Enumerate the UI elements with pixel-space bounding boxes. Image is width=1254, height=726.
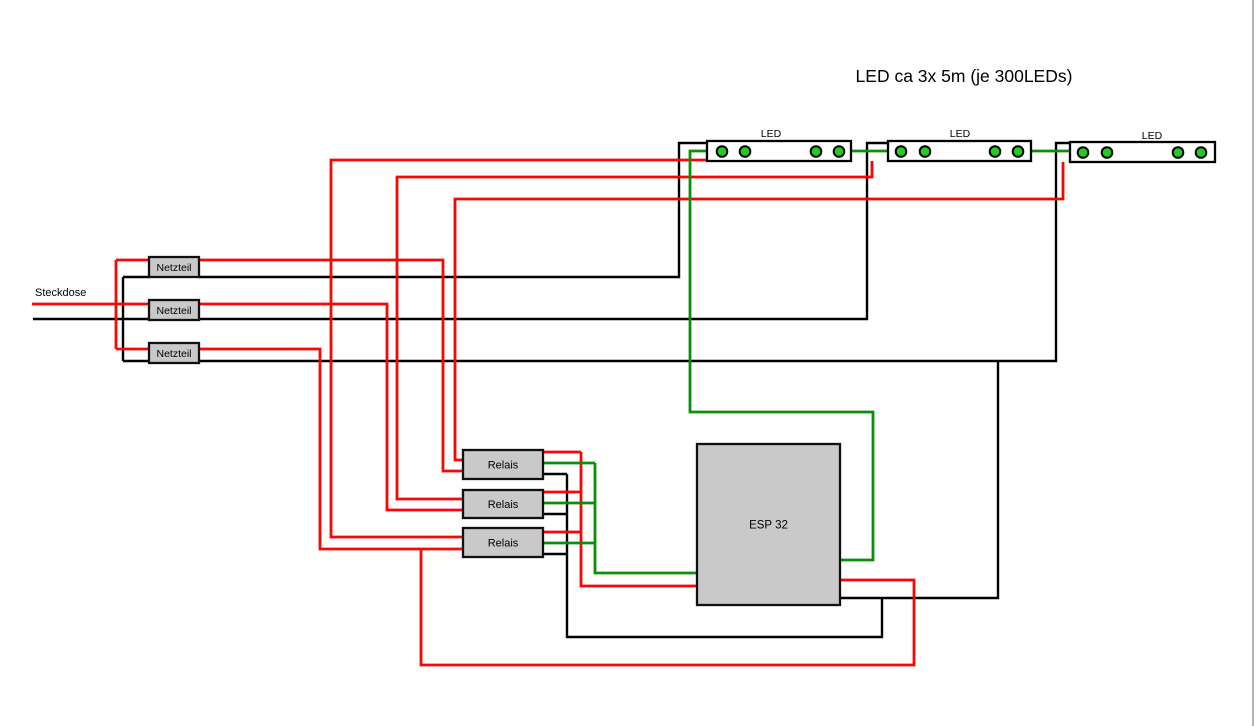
led-strip-1-body (705, 139, 853, 163)
led-strip-2-led-dot-1 (894, 145, 908, 158)
wire-netzteil1-gnd-to-led1 (199, 141, 707, 279)
led-strip-2-label: LED (950, 128, 971, 140)
window-right-border (1252, 0, 1254, 726)
relais-2-box (461, 488, 545, 520)
netzteil-2-label: Netzteil (156, 305, 191, 317)
esp32-box (695, 442, 842, 607)
netzteil-3-box (147, 341, 201, 365)
relais-3-label: Relais (488, 538, 519, 550)
esp32-label: ESP 32 (749, 520, 788, 532)
led-strip-1-label: LED (761, 128, 782, 140)
wire-netzteil1-v-to-relais1 (199, 258, 463, 473)
netzteil-3-label: Netzteil (156, 348, 191, 360)
wire-netzteil3-v-to-relais3 (199, 347, 463, 551)
wire-relay-gnd-return (565, 474, 884, 639)
led-strip-1-led-dot-4 (832, 145, 846, 158)
led-strip-3-led-dot-4 (1194, 146, 1208, 159)
wire-relay-vcc-bus-to-esp (579, 452, 697, 588)
wire-esp-5v-supply-loop (419, 549, 916, 667)
wire-esp-data-to-led1 (688, 149, 875, 562)
relais-3-box (461, 526, 545, 559)
wire-netzteil2-gnd-to-led2 (199, 141, 888, 321)
wire-netzteil3-gnd-to-led3 (199, 141, 1070, 363)
wire-netzteil2-v-to-relais2 (199, 302, 463, 512)
led-strip-1-led-dot-3 (809, 145, 823, 158)
wire-relais1-switched-to-led3 (453, 162, 1065, 462)
steckdose-label: Steckdose (35, 287, 86, 299)
wire-relay-signal-bus-to-esp (593, 463, 697, 575)
wire-relais3-switched-to-led1 (329, 158, 707, 539)
netzteil-1-box (147, 255, 201, 279)
netzteil-2-box (147, 298, 201, 322)
netzteil-1-label: Netzteil (156, 262, 191, 274)
wire-esp-gnd-link (840, 361, 1000, 600)
led-strip-1-led-dot-1 (715, 145, 729, 158)
led-strip-2-led-dot-2 (918, 145, 932, 158)
relais-2-label: Relais (488, 499, 519, 511)
led-strip-3-label: LED (1142, 130, 1163, 142)
led-strip-2-led-dot-4 (1011, 145, 1025, 158)
led-strip-3-body (1068, 140, 1217, 164)
led-strip-3-led-dot-3 (1171, 146, 1185, 159)
led-strip-3-led-dot-1 (1076, 146, 1090, 159)
relais-1-box (461, 448, 545, 481)
relais-1-label: Relais (488, 460, 519, 472)
wire-relais2-switched-to-led2 (395, 161, 874, 501)
led-strip-3-led-dot-2 (1100, 146, 1114, 159)
diagram-title: LED ca 3x 5m (je 300LEDs) (856, 66, 1073, 86)
led-strip-2-led-dot-3 (988, 145, 1002, 158)
led-strip-2-body (886, 139, 1033, 163)
led-strip-1-led-dot-2 (738, 145, 752, 158)
